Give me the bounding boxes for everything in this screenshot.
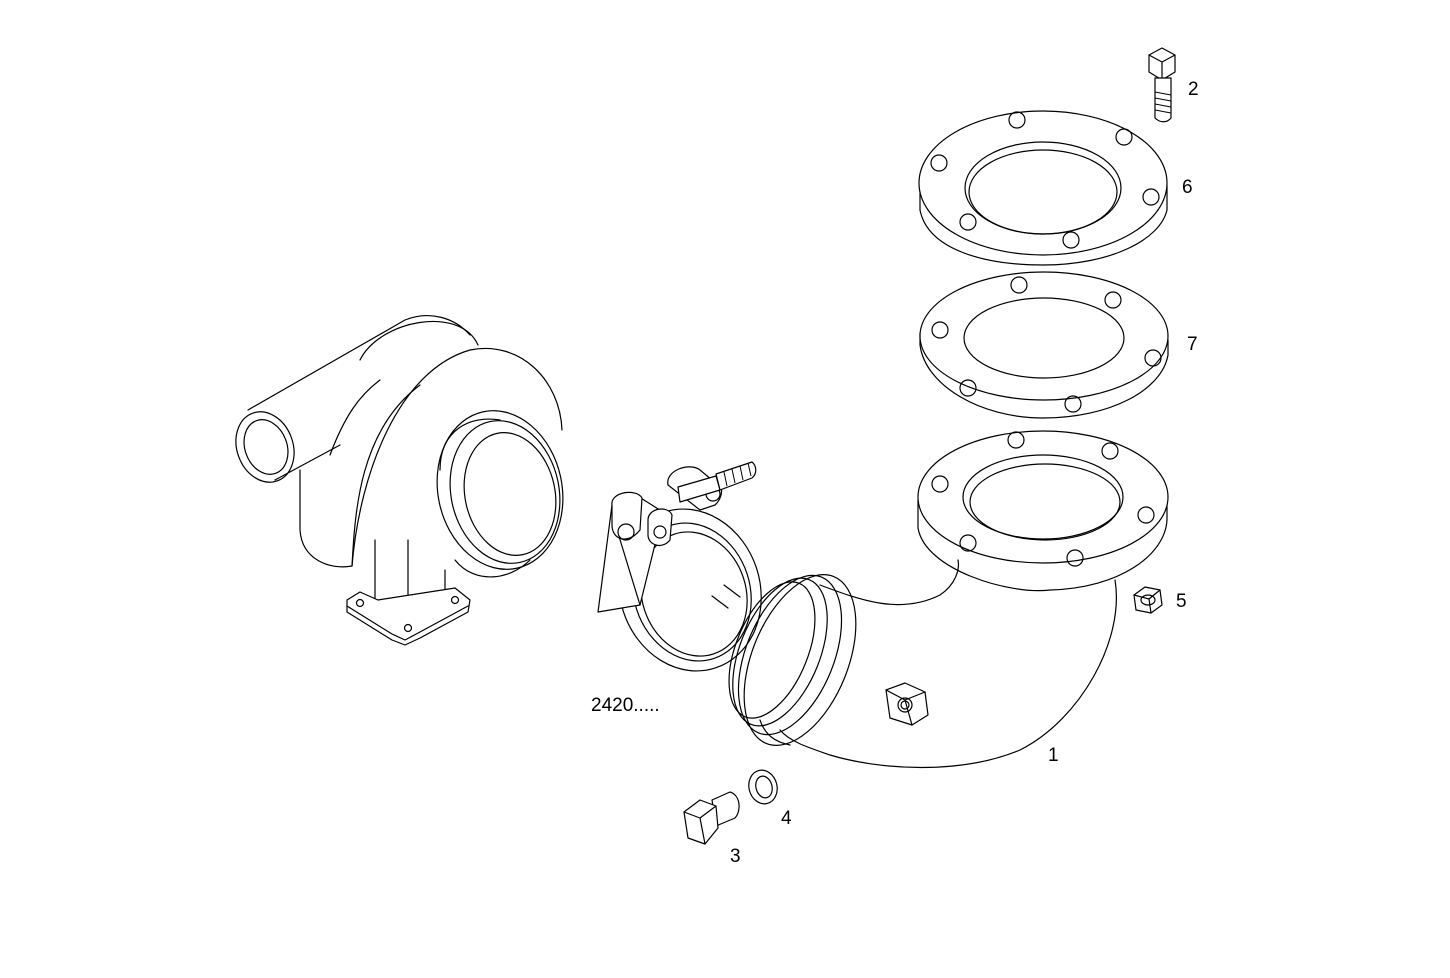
nut xyxy=(1133,586,1163,614)
v-band-clamp xyxy=(597,461,762,672)
elbow-pipe xyxy=(728,559,1117,769)
gasket-holes xyxy=(931,276,1162,413)
top-flange-holes xyxy=(930,111,1160,249)
callout-7: 7 xyxy=(1187,334,1198,355)
top-flange xyxy=(918,110,1168,266)
flange-holes xyxy=(931,431,1155,567)
gasket xyxy=(919,271,1169,419)
drain-plug xyxy=(683,791,740,845)
pipe-flange xyxy=(917,430,1169,592)
callout-2: 2 xyxy=(1188,79,1199,100)
bolt xyxy=(1148,47,1176,123)
turbocharger xyxy=(235,315,564,646)
callout-3: 3 xyxy=(730,846,741,867)
washer xyxy=(748,769,778,805)
callout-clamp-ref: 2420..... xyxy=(591,695,660,716)
callout-1: 1 xyxy=(1048,745,1059,766)
callout-6: 6 xyxy=(1182,177,1193,198)
callout-4: 4 xyxy=(781,808,792,829)
callout-5: 5 xyxy=(1176,591,1187,612)
